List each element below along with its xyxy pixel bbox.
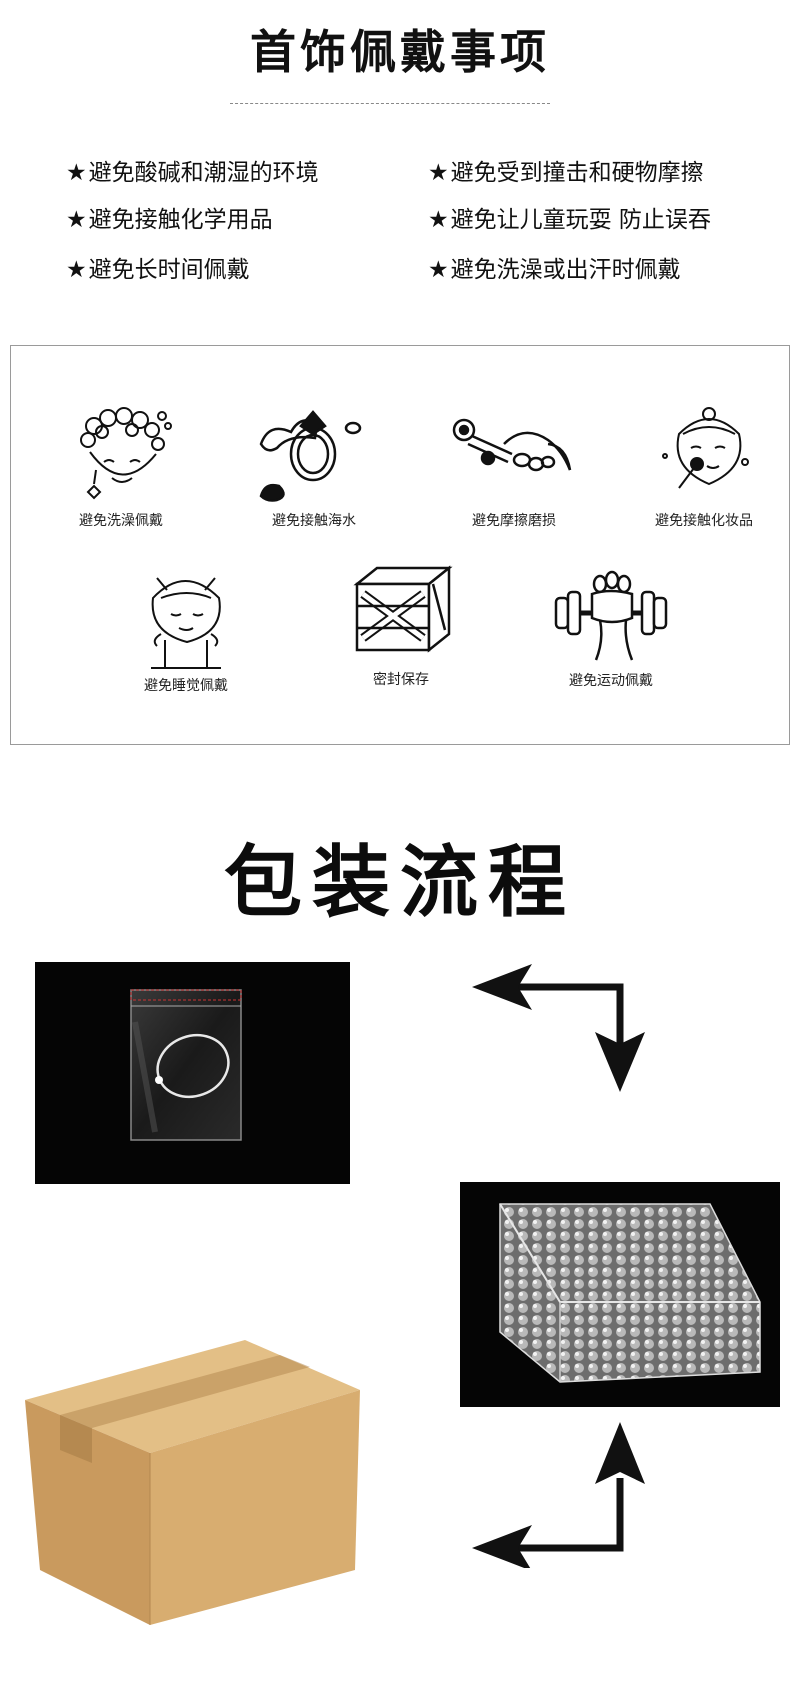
tip-right-3: ★避免洗澡或出汗时佩戴 bbox=[428, 257, 681, 283]
care-caption: 避免洗澡佩戴 bbox=[79, 513, 163, 529]
wrench-hand-icon bbox=[452, 418, 572, 472]
makeup-face-icon bbox=[662, 407, 749, 489]
care-item-bathing: 避免洗澡佩戴 bbox=[36, 404, 206, 530]
care-illustrations-panel: 避免洗澡佩戴 避免接触海水 避免摩擦磨损 bbox=[10, 345, 790, 745]
ziplock-bag-photo bbox=[35, 962, 350, 1184]
tip-left-1: ★避免酸碱和潮湿的环境 bbox=[66, 160, 319, 186]
care-item-sleeping: 避免睡觉佩戴 bbox=[101, 564, 271, 695]
care-caption: 避免接触海水 bbox=[272, 513, 356, 529]
ziplock-bag-with-ring bbox=[130, 989, 242, 1141]
star-icon: ★ bbox=[66, 160, 87, 186]
sleeping-girl-icon bbox=[151, 577, 221, 669]
packaging-title: 包装流程 bbox=[223, 838, 576, 928]
bubble-wrap-photo bbox=[460, 1182, 780, 1407]
ring-seawater-icon bbox=[259, 410, 362, 502]
bathing-icon bbox=[80, 407, 172, 500]
care-item-sealed: 密封保存 bbox=[316, 558, 486, 689]
star-icon: ★ bbox=[428, 207, 449, 233]
dumbbell-icon bbox=[554, 570, 668, 661]
title-divider bbox=[230, 103, 550, 104]
care-item-friction: 避免摩擦磨损 bbox=[429, 404, 599, 530]
tip-left-2: ★避免接触化学用品 bbox=[66, 207, 273, 233]
flow-arrow-down-icon bbox=[472, 964, 645, 1092]
care-item-exercise: 避免运动佩戴 bbox=[526, 564, 696, 690]
star-icon: ★ bbox=[428, 160, 449, 186]
flow-arrow-left-icon bbox=[472, 1422, 645, 1568]
care-title: 首饰佩戴事项 bbox=[250, 25, 550, 79]
tip-left-3: ★避免长时间佩戴 bbox=[66, 257, 250, 283]
care-caption: 避免接触化妆品 bbox=[655, 513, 753, 529]
cardboard-box bbox=[25, 1340, 360, 1625]
tip-right-1: ★避免受到撞击和硬物摩擦 bbox=[428, 160, 704, 186]
star-icon: ★ bbox=[66, 207, 87, 233]
star-icon: ★ bbox=[66, 257, 87, 283]
care-caption: 避免摩擦磨损 bbox=[472, 513, 556, 529]
sealed-crate-icon bbox=[353, 565, 453, 653]
care-item-seawater: 避免接触海水 bbox=[229, 404, 399, 530]
tip-right-2: ★避免让儿童玩耍 防止误吞 bbox=[428, 207, 711, 233]
care-caption: 密封保存 bbox=[373, 672, 429, 688]
care-caption: 避免运动佩戴 bbox=[569, 673, 653, 689]
care-caption: 避免睡觉佩戴 bbox=[144, 678, 228, 694]
bubble-wrap-bag bbox=[499, 1203, 761, 1383]
cardboard-box-photo bbox=[20, 1335, 365, 1630]
care-item-makeup: 避免接触化妆品 bbox=[619, 404, 789, 530]
star-icon: ★ bbox=[428, 257, 449, 283]
